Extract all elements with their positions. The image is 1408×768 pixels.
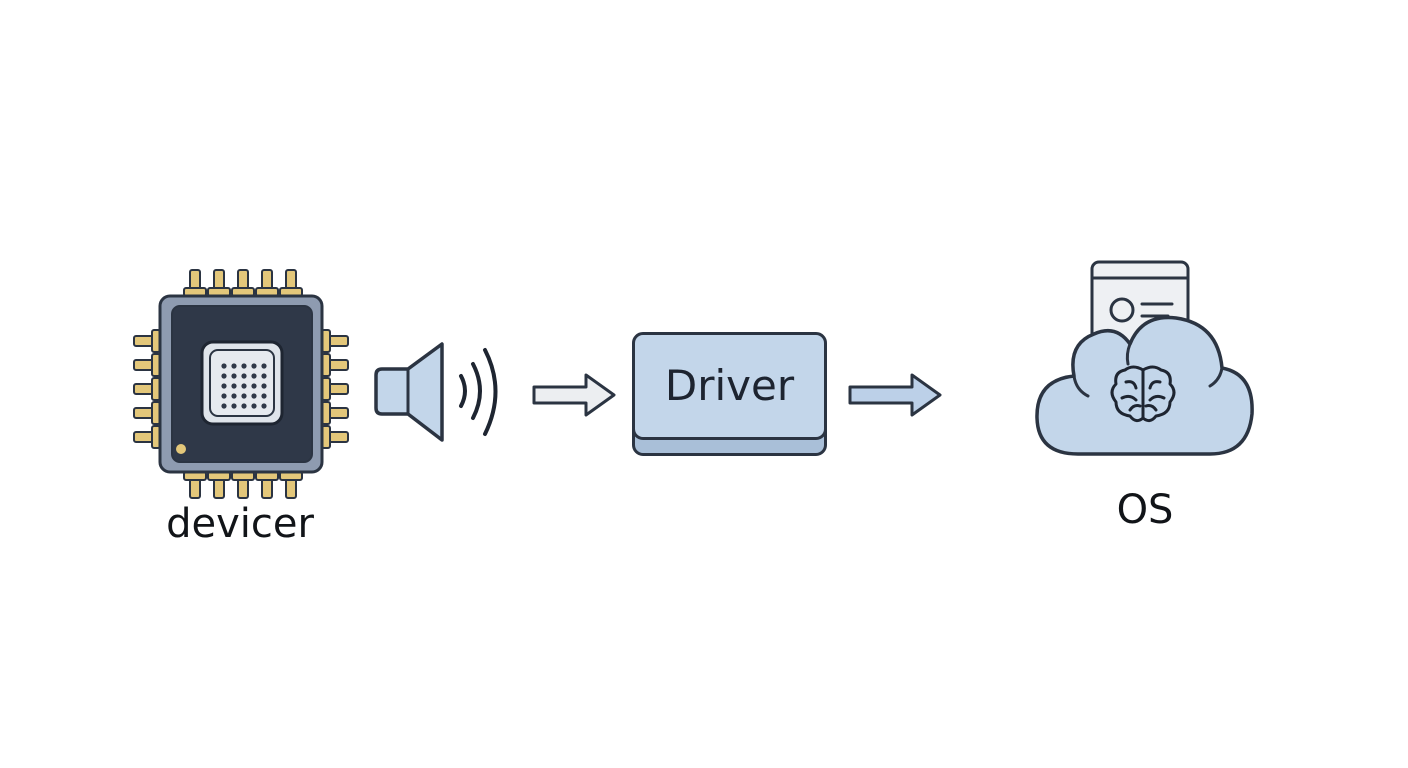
brain-icon xyxy=(1110,365,1176,423)
device-label: devicer xyxy=(166,501,314,547)
microchip-icon xyxy=(133,269,349,499)
driver-node: Driver xyxy=(632,332,828,458)
driver-box: Driver xyxy=(632,332,827,440)
chip-pins-left xyxy=(133,329,161,449)
chip-orientation-dot xyxy=(176,444,186,454)
chip-pins-bottom xyxy=(183,471,303,499)
os-label: OS xyxy=(1116,487,1174,533)
chip-die-dots xyxy=(221,363,267,409)
speaker-icon xyxy=(374,342,498,442)
driver-label: Driver xyxy=(664,361,795,410)
cloud-brain-icon xyxy=(1035,260,1254,456)
chip-pins-right xyxy=(321,329,349,449)
arrow-driver-to-os xyxy=(848,373,942,417)
arrow-signal-to-driver xyxy=(532,373,616,417)
sound-waves-icon xyxy=(459,348,498,436)
chip-pins-top xyxy=(183,269,303,297)
